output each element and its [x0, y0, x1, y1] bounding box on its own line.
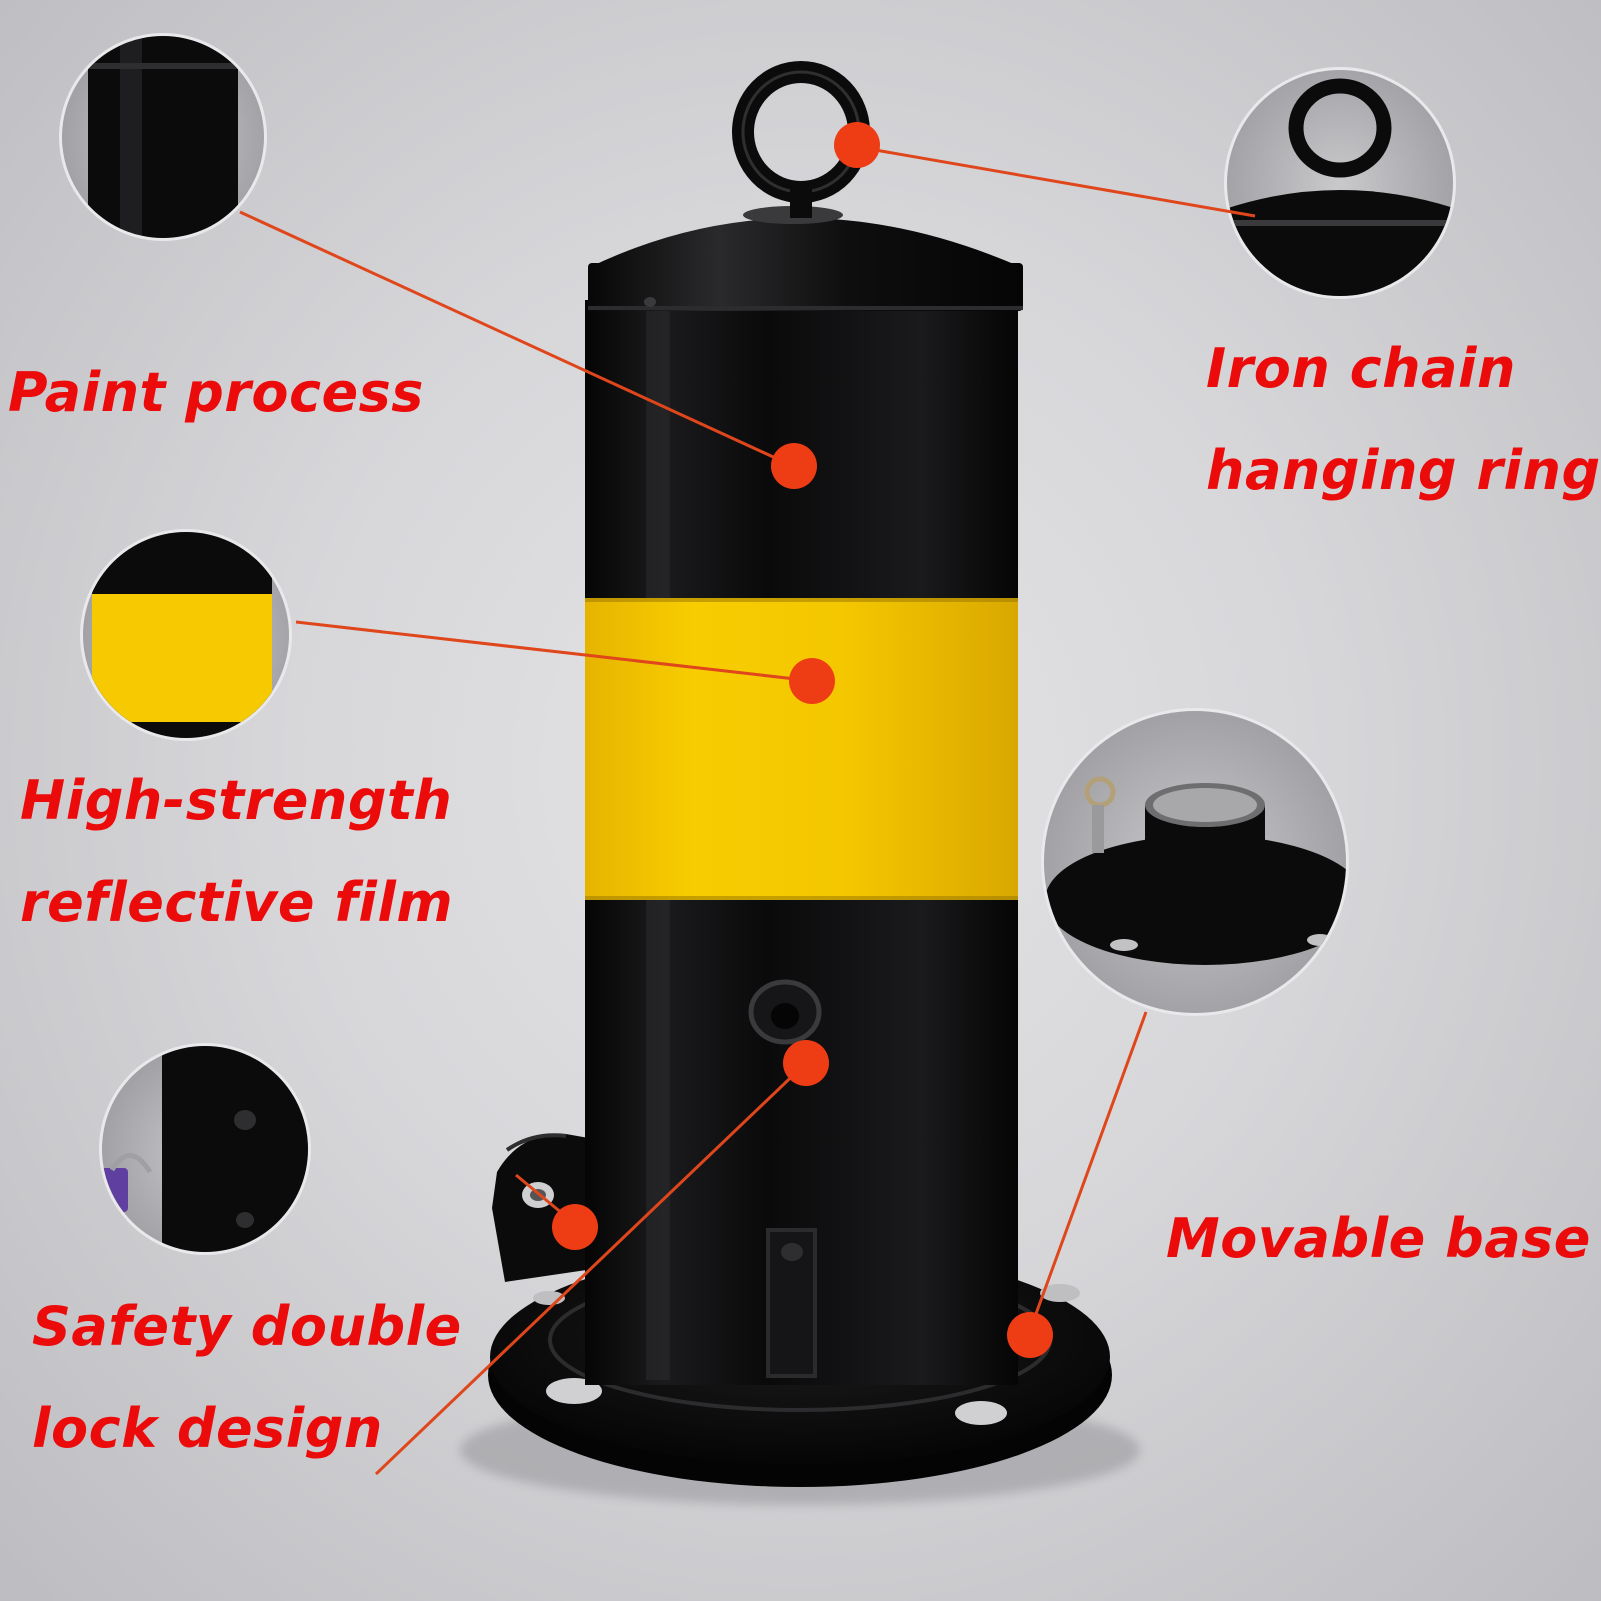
- reflective-band: [585, 598, 1018, 900]
- callout-paint-label: Paint process: [8, 342, 424, 444]
- callout-film-label: High-strength reflective film: [20, 750, 453, 954]
- marker-ring-icon: [834, 122, 880, 168]
- post-cap: [588, 206, 1023, 311]
- callout-lock-line-1: Safety double: [32, 1295, 462, 1358]
- keyhole: [748, 979, 822, 1045]
- callout-base-line-1: Movable base: [1166, 1207, 1591, 1270]
- callout-lock-label: Safety double lock design: [32, 1276, 462, 1480]
- detail-base-circle: [1041, 708, 1349, 1016]
- marker-paint-icon: [771, 443, 817, 489]
- callout-ring-label: Iron chain hanging ring: [1206, 318, 1601, 522]
- callout-base-label: Movable base: [1166, 1188, 1591, 1290]
- detail-film-circle: [80, 529, 292, 741]
- marker-lock-icon: [552, 1204, 598, 1250]
- callout-film-line-2: reflective film: [20, 871, 454, 934]
- detail-paint-circle: [59, 33, 267, 241]
- detail-lock-circle: [99, 1043, 311, 1255]
- detail-ring-circle: [1224, 67, 1456, 299]
- callout-ring-line-1: Iron chain: [1206, 337, 1516, 400]
- marker-dots: [552, 122, 1053, 1358]
- callout-film-line-1: High-strength: [20, 769, 453, 832]
- callout-paint-line-1: Paint process: [8, 361, 424, 424]
- marker-base-icon: [1007, 1312, 1053, 1358]
- marker-keyhole-icon: [783, 1040, 829, 1086]
- bottom-slot: [766, 1228, 817, 1378]
- callout-lock-line-2: lock design: [32, 1397, 383, 1460]
- leader-lines: [239, 145, 1256, 1476]
- marker-film-icon: [789, 658, 835, 704]
- callout-ring-line-2: hanging ring: [1206, 439, 1601, 502]
